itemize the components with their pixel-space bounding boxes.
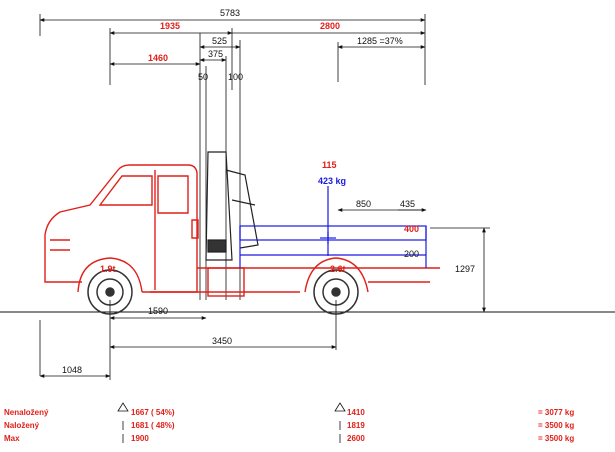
dim-front-to-crane: 1935 xyxy=(160,21,180,31)
triangle-icon xyxy=(334,402,346,412)
row-label: Max xyxy=(4,434,20,443)
dim-crane-to-rear: 2800 xyxy=(320,21,340,31)
top-dimensions xyxy=(39,14,426,300)
dim-crane-base: 1590 xyxy=(148,306,168,316)
row-rear: 1819 xyxy=(347,421,365,430)
load-capacity: 423 kg xyxy=(318,176,346,186)
front-axle-load: 1.9t xyxy=(100,264,116,274)
row-total: = 3500 kg xyxy=(538,434,574,443)
row-front: 1667 ( 54%) xyxy=(131,408,175,417)
row-front: 1681 ( 48%) xyxy=(131,421,175,430)
row-label: Nenaložený xyxy=(4,408,49,417)
triangle-icon xyxy=(117,402,129,412)
dim-crane-width: 525 xyxy=(212,36,227,46)
crane xyxy=(205,151,259,261)
dim-body-height: 400 xyxy=(404,224,419,234)
dim-frame: 200 xyxy=(404,249,419,259)
rear-axle-load: 2.6t xyxy=(330,264,346,274)
truck-chassis xyxy=(44,164,440,297)
dim-load-offset: 850 xyxy=(356,199,371,209)
row-front: 1900 xyxy=(131,434,149,443)
row-label: Naložený xyxy=(4,421,40,430)
row-total: = 3077 kg xyxy=(538,408,574,417)
dim-front-overhang: 1048 xyxy=(62,365,82,375)
dim-rear-overhang-pct: 1285 =37% xyxy=(357,36,403,46)
dim-wheelbase: 3450 xyxy=(212,336,232,346)
dim-total-length: 5783 xyxy=(220,8,240,18)
dim-pillar-right: 100 xyxy=(228,72,243,82)
dim-rear-segment: 435 xyxy=(400,199,415,209)
dim-crane-inner: 375 xyxy=(208,49,223,59)
load-weight: 115 xyxy=(322,160,337,170)
row-rear: 2600 xyxy=(347,434,365,443)
row-rear: 1410 xyxy=(347,408,365,417)
dim-cab-to-crane: 1460 xyxy=(148,53,168,63)
dim-pillar-left: 50 xyxy=(198,72,208,82)
dim-platform-height: 1297 xyxy=(455,264,475,274)
bottom-dimensions xyxy=(39,300,337,380)
row-total: = 3500 kg xyxy=(538,421,574,430)
load-table: Nenaložený 1667 ( 54%) 1410 = 3077 kg Na… xyxy=(4,402,574,443)
cargo-body xyxy=(239,186,427,268)
